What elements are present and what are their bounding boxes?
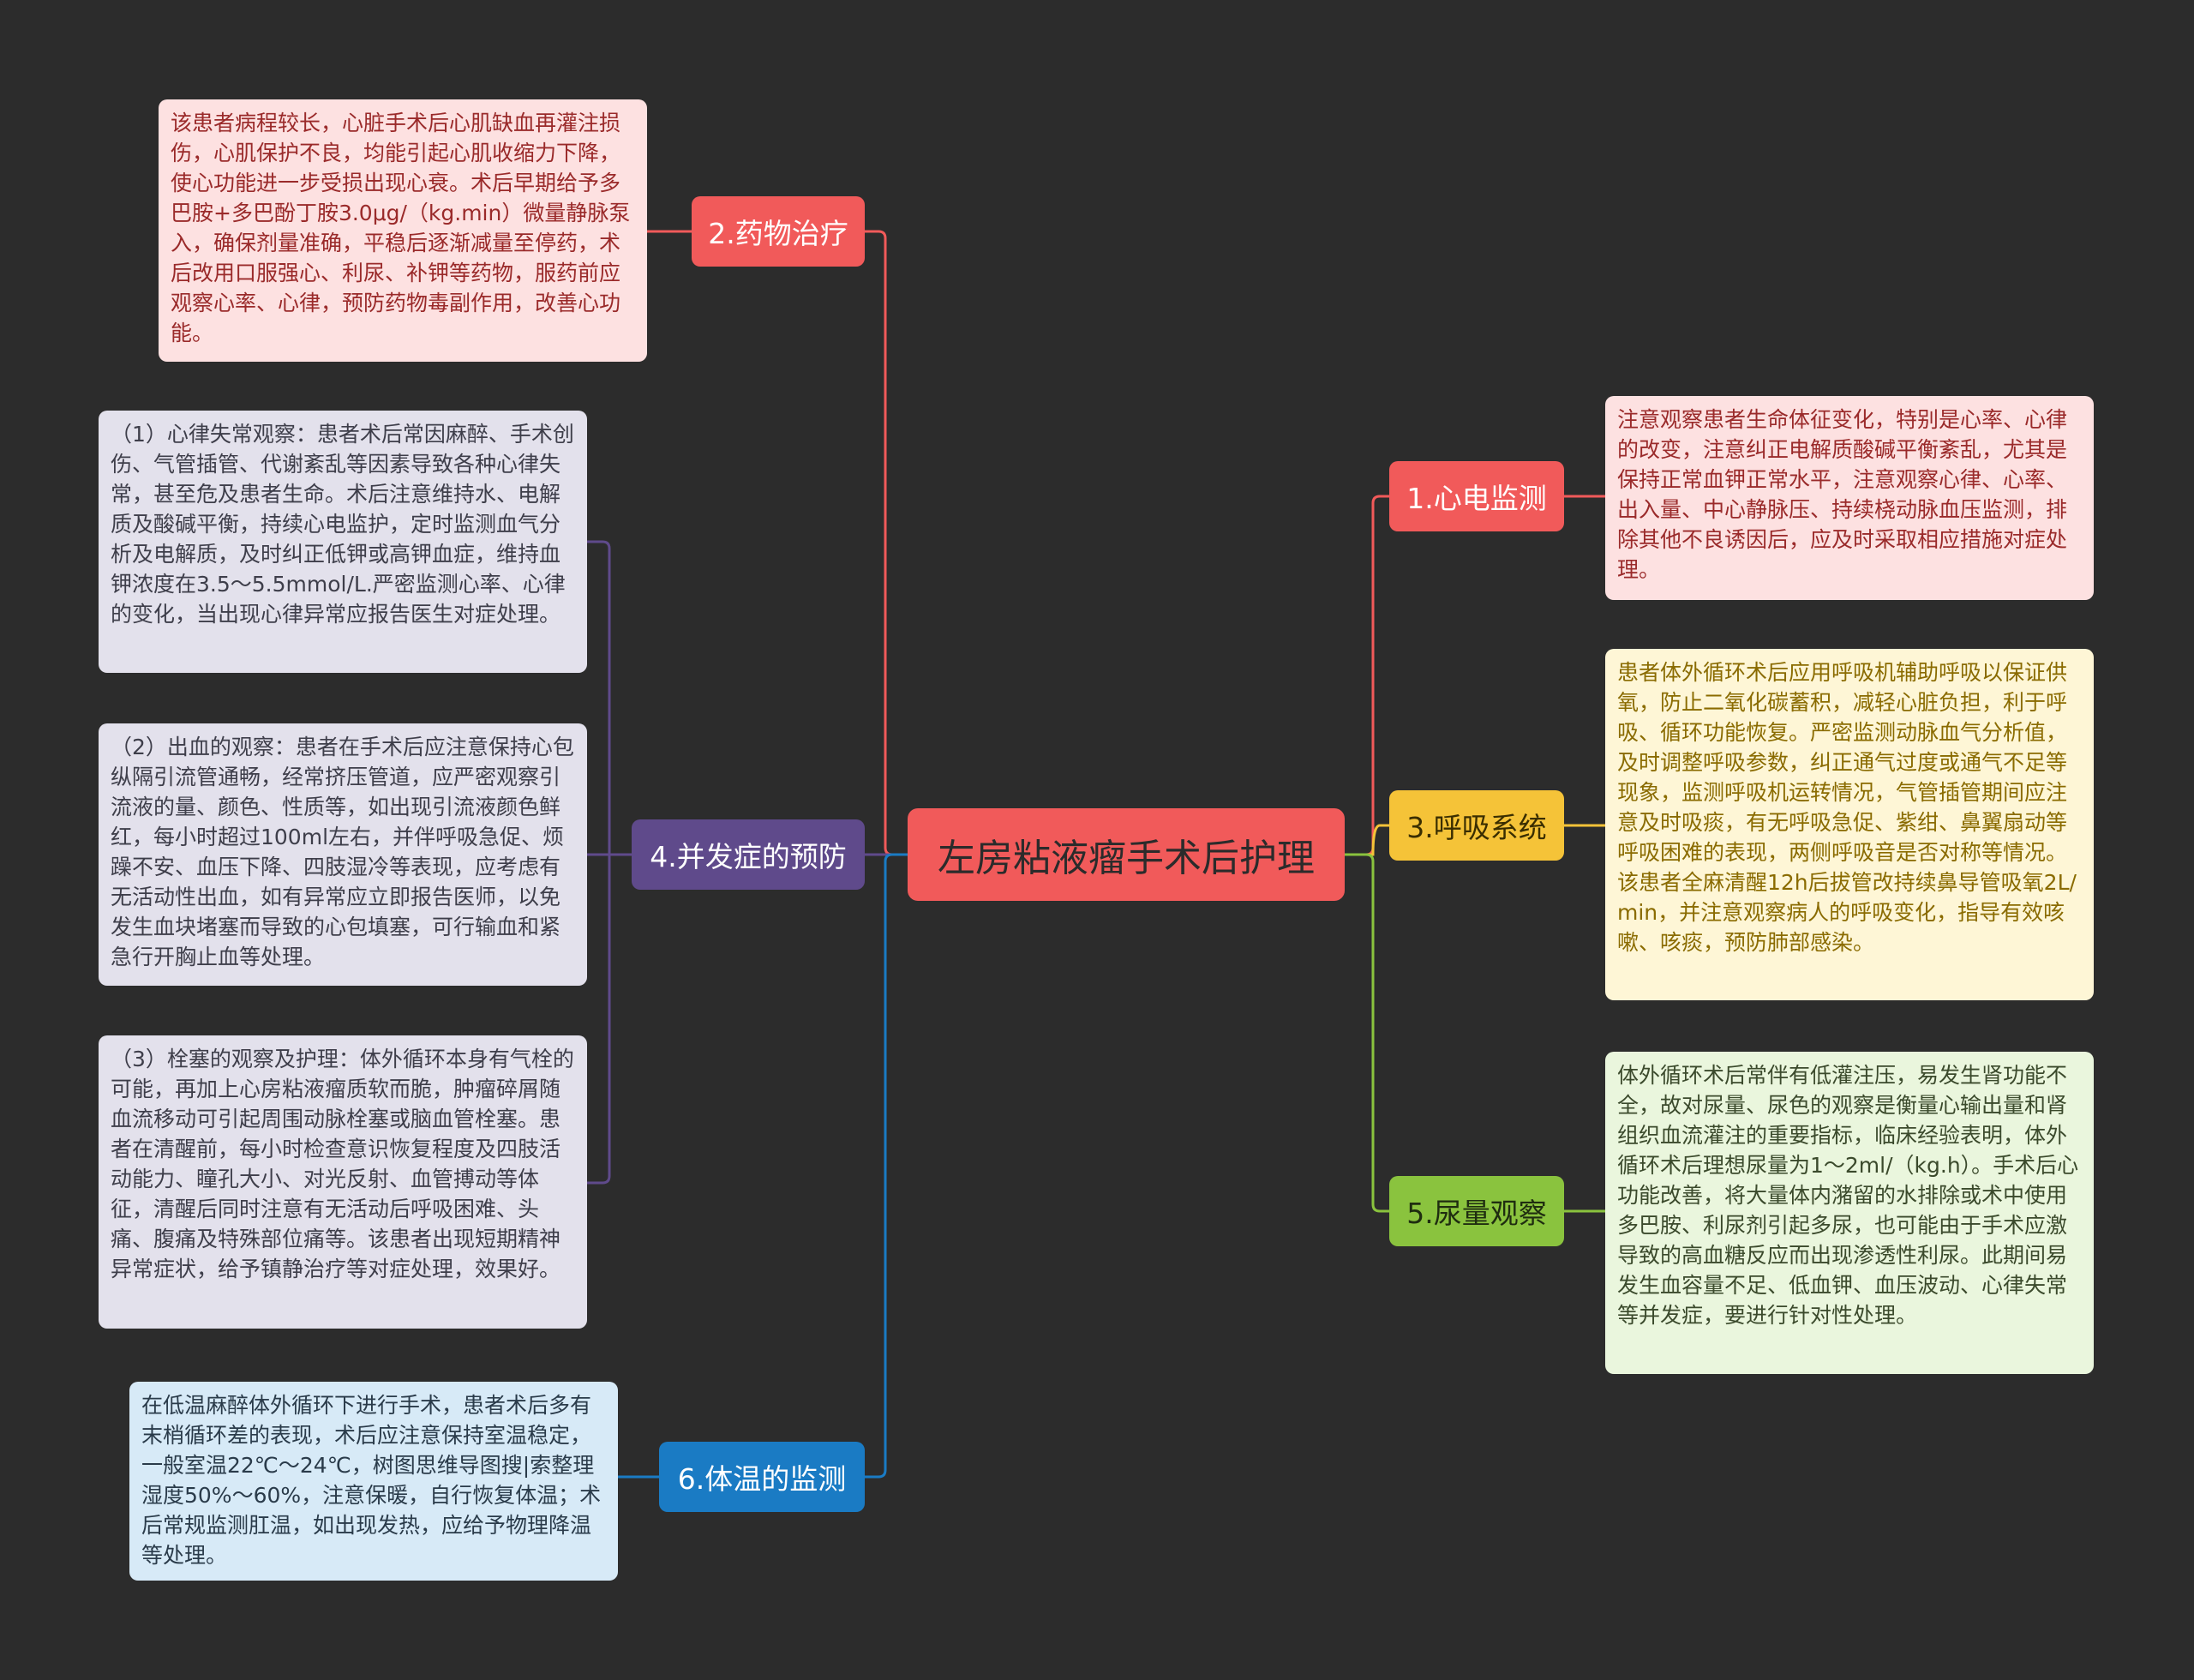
link-comp-notes [587,540,632,1185]
link-root-ecg [1345,495,1389,856]
link-root-urine [1345,853,1389,1213]
note-temperature-monitoring[interactable]: 在低温麻醉体外循环下进行手术，患者术后多有末梢循环差的表现，术后应注意保持室温稳… [129,1382,618,1581]
branch-ecg-monitoring[interactable]: 1.心电监测 [1389,461,1564,531]
branch-complication-prevention[interactable]: 4.并发症的预防 [632,819,865,890]
note-respiratory-system[interactable]: 患者体外循环术后应用呼吸机辅助呼吸以保证供氧，防止二氧化碳蓄积，减轻心脏负担，利… [1605,649,2094,1000]
note-bleeding-observation[interactable]: （2）出血的观察：患者在手术后应注意保持心包纵隔引流管通畅，经常挤压管道，应严密… [99,723,587,986]
note-embolism-observation[interactable]: （3）栓塞的观察及护理：体外循环本身有气栓的可能，再加上心房粘液瘤质软而脆，肿瘤… [99,1035,587,1329]
root-topic[interactable]: 左房粘液瘤手术后护理 [908,808,1345,901]
branch-respiratory-system[interactable]: 3.呼吸系统 [1389,790,1564,861]
note-urine-observation[interactable]: 体外循环术后常伴有低灌注压，易发生肾功能不全，故对尿量、尿色的观察是衡量心输出量… [1605,1052,2094,1374]
link-root-temp [865,853,908,1479]
note-ecg-monitoring[interactable]: 注意观察患者生命体征变化，特别是心率、心律的改变，注意纠正电解质酸碱平衡紊乱，尤… [1605,396,2094,600]
branch-drug-therapy[interactable]: 2.药物治疗 [692,196,865,267]
link-root-resp [1345,824,1389,856]
note-arrhythmia-observation[interactable]: （1）心律失常观察：患者术后常因麻醉、手术创伤、气管插管、代谢紊乱等因素导致各种… [99,411,587,673]
link-root-drug [865,230,908,856]
note-drug-therapy[interactable]: 该患者病程较长，心脏手术后心肌缺血再灌注损伤，心肌保护不良，均能引起心肌收缩力下… [159,99,647,362]
branch-urine-observation[interactable]: 5.尿量观察 [1389,1176,1564,1246]
branch-temperature-monitoring[interactable]: 6.体温的监测 [659,1442,865,1512]
